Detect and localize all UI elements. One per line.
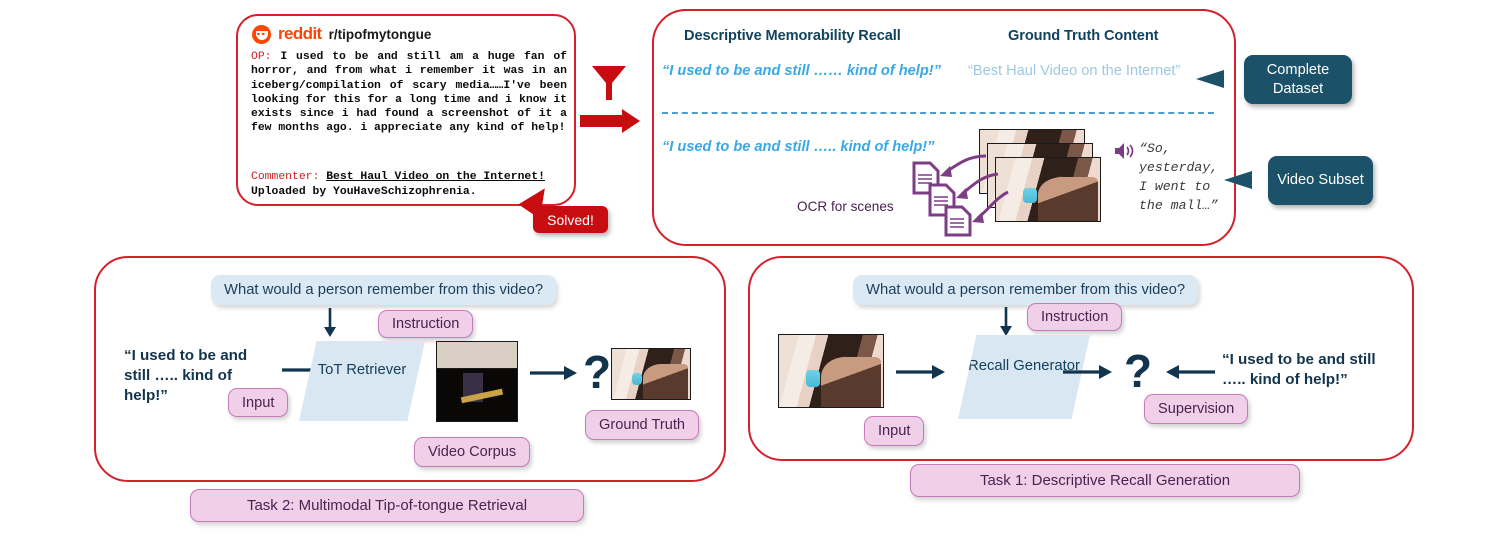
task2-query-quote: “I used to be and still ….. kind of help… <box>124 347 248 404</box>
task1-supervision-quote: “I used to be and still ….. kind of help… <box>1222 351 1376 388</box>
task2-instruction-box: What would a person remember from this v… <box>211 275 557 305</box>
video-subset-callout: Video Subset <box>1268 156 1373 205</box>
dataset-row1-recall: “I used to be and still …… kind of help!… <box>662 63 941 79</box>
task2-ground-truth-tag: Ground Truth <box>585 410 699 440</box>
task2-ground-truth-thumb <box>611 348 691 400</box>
op-tag: OP: <box>251 51 272 63</box>
ocr-label: OCR for scenes <box>797 199 894 214</box>
task2-corpus-tag: Video Corpus <box>414 437 531 467</box>
complete-dataset-callout: Complete Dataset <box>1244 55 1352 104</box>
reddit-op-text: OP: I used to be and still am a huge fan… <box>251 50 567 136</box>
reddit-comment: Commenter: Best Haul Video on the Intern… <box>251 170 569 200</box>
complete-dataset-tail <box>1196 70 1224 88</box>
task2-module-shape: ToT Retriever <box>299 341 425 421</box>
task2-instruction-tag: Instruction <box>378 310 474 338</box>
task1-instruction-arrow-icon <box>1000 307 1012 336</box>
dataset-row2-recall: “I used to be and still ….. kind of help… <box>662 139 935 155</box>
solved-badge: Solved! <box>533 206 608 233</box>
op-body: I used to be and still am a huge fan of … <box>251 51 567 135</box>
task1-input-thumb <box>778 334 884 408</box>
subreddit-name: r/tipofmytongue <box>328 26 432 42</box>
reddit-wordmark: reddit <box>278 24 322 43</box>
task1-module-label: Recall Generator <box>968 358 1080 374</box>
task2-input-tag: Input <box>228 388 289 417</box>
funnel-icon <box>592 66 626 100</box>
task1-instruction-box: What would a person remember from this v… <box>853 275 1199 305</box>
reddit-logo-icon <box>252 24 271 44</box>
column-header-recall: Descriptive Memorability Recall <box>684 28 901 44</box>
task1-input-tag: Input <box>864 416 925 446</box>
commenter-tag: Commenter: <box>251 171 320 183</box>
dataset-row1-ground-truth: “Best Haul Video on the Internet” <box>968 63 1181 79</box>
task2-title-label: Task 2: Multimodal Tip-of-tongue Retriev… <box>190 489 584 522</box>
dataset-divider <box>662 112 1214 114</box>
task2-question-mark: ? <box>583 346 612 398</box>
commenter-rest: Uploaded by YouHaveSchizophrenia. <box>251 186 477 198</box>
video-subset-tail <box>1224 171 1252 189</box>
task1-module-shape: Recall Generator <box>958 335 1090 419</box>
ocr-documents-icon <box>912 161 972 237</box>
commenter-link[interactable]: Best Haul Video on the Internet! <box>326 171 545 183</box>
task2-output-arrow-icon <box>530 366 577 380</box>
audio-transcript: “So, yesterday, I went to the mall…” <box>1139 141 1219 213</box>
task1-title-label: Task 1: Descriptive Recall Generation <box>910 464 1300 497</box>
task1-instruction-tag: Instruction <box>1027 303 1123 331</box>
column-header-ground-truth: Ground Truth Content <box>1008 28 1159 44</box>
task1-supervision-tag: Supervision <box>1144 394 1249 424</box>
task2-corpus-frame-front <box>436 368 518 422</box>
red-arrow-icon <box>580 109 640 133</box>
task1-supervision-arrow-icon <box>1166 365 1215 379</box>
reddit-post-card: reddit r/tipofmytongue OP: I used to be … <box>236 14 576 206</box>
speaker-icon <box>1115 143 1134 159</box>
task1-input-arrow-icon <box>896 365 945 379</box>
reddit-header: reddit r/tipofmytongue <box>252 24 431 44</box>
task2-module-label: ToT Retriever <box>317 362 407 378</box>
ocr-arrows-icon <box>940 154 1009 223</box>
task2-instruction-arrow-icon <box>324 308 336 337</box>
task1-output-arrow-icon <box>1063 365 1112 379</box>
task1-question-mark: ? <box>1124 345 1153 397</box>
video-frame-front <box>995 157 1101 222</box>
